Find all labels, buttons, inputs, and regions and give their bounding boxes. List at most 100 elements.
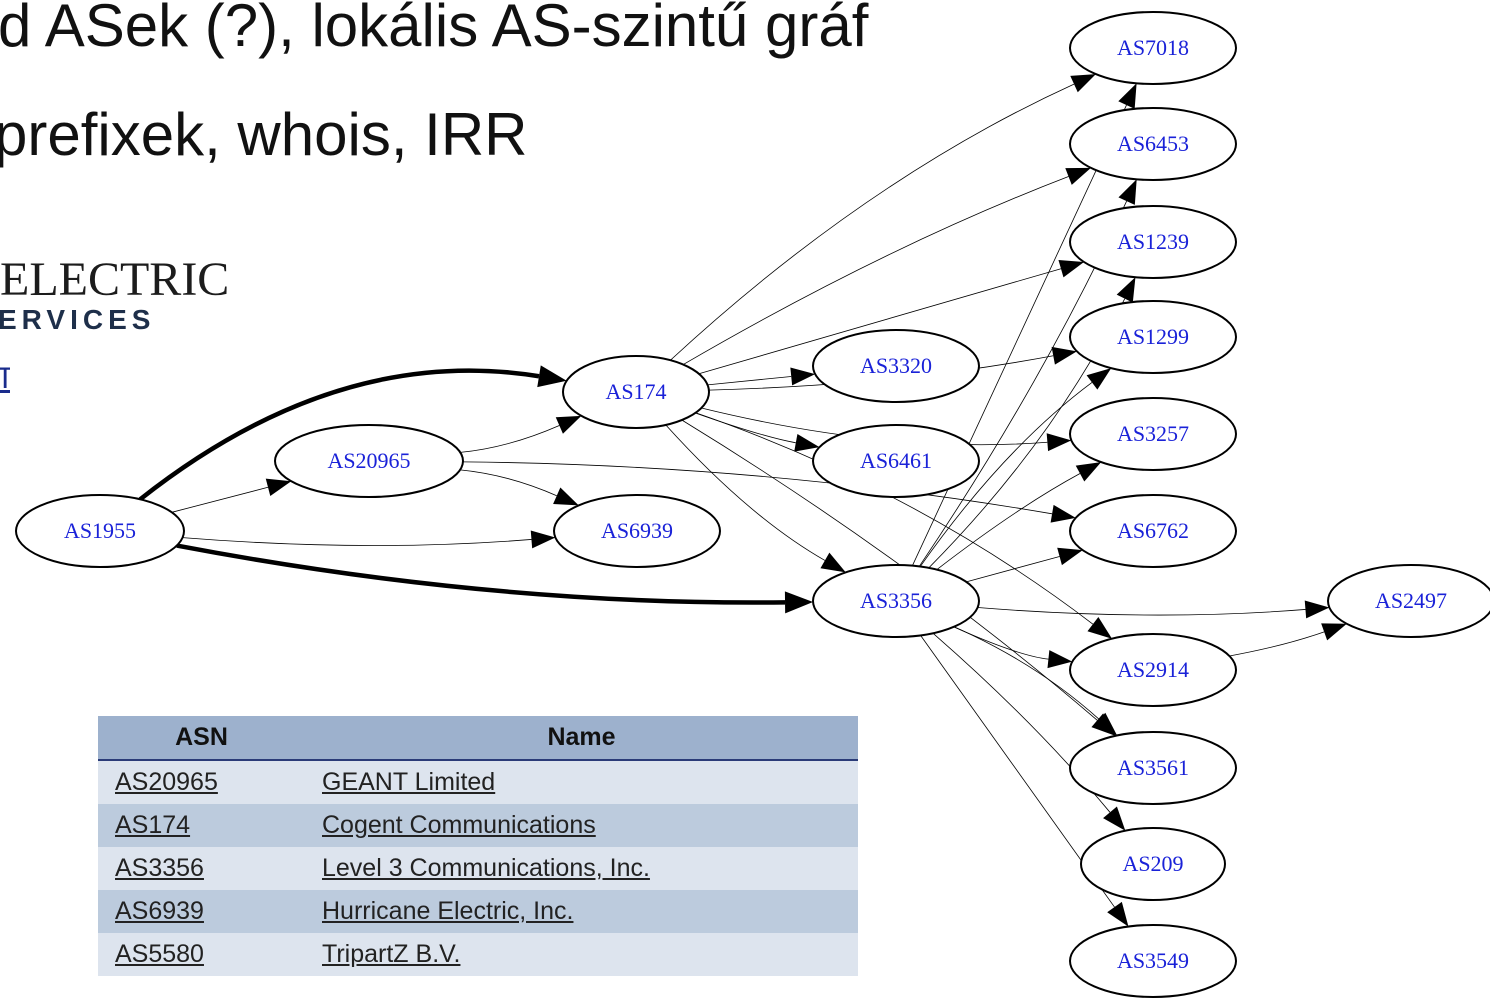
node-as3320[interactable]: AS3320 bbox=[812, 329, 980, 403]
edge-arrowhead bbox=[1304, 600, 1330, 619]
edge-arrowhead bbox=[530, 530, 556, 549]
edge-as1955-as6939 bbox=[182, 537, 532, 546]
edge-arrowhead bbox=[820, 552, 846, 573]
edge-as1955-as3356 bbox=[176, 543, 786, 605]
edge-as3356-as3257 bbox=[936, 473, 1081, 570]
node-label: AS3320 bbox=[860, 353, 932, 378]
edge-arrowhead bbox=[1075, 462, 1102, 482]
node-ellipse bbox=[1069, 731, 1237, 805]
node-as3356[interactable]: AS3356 bbox=[812, 564, 980, 638]
node-ellipse bbox=[1069, 107, 1237, 181]
table-row: AS174 Cogent Communications bbox=[98, 804, 858, 847]
edge-as174-as7018 bbox=[670, 83, 1075, 361]
node-as1299[interactable]: AS1299 bbox=[1069, 300, 1237, 374]
asn-link[interactable]: AS5580 bbox=[115, 940, 204, 968]
edge-arrowhead bbox=[553, 487, 579, 506]
node-ellipse bbox=[812, 564, 980, 638]
logo-link[interactable]: T bbox=[0, 362, 10, 395]
node-ellipse bbox=[1069, 397, 1237, 471]
edge-arrowhead bbox=[1057, 547, 1083, 566]
node-as6939[interactable]: AS6939 bbox=[553, 494, 721, 568]
edge-arrowhead bbox=[1116, 277, 1136, 303]
edge-as20965-as174 bbox=[460, 425, 560, 453]
node-ellipse bbox=[1069, 924, 1237, 998]
name-link[interactable]: Cogent Communications bbox=[322, 811, 596, 839]
edge-arrowhead bbox=[1051, 346, 1077, 365]
edge-arrowhead bbox=[790, 367, 816, 386]
node-ellipse bbox=[1327, 564, 1490, 638]
bullet-line-2: prefixek, whois, IRR bbox=[0, 101, 528, 168]
name-link[interactable]: Level 3 Communications, Inc. bbox=[322, 854, 650, 882]
edge-as174-as1239 bbox=[698, 268, 1062, 375]
node-as6762[interactable]: AS6762 bbox=[1069, 494, 1237, 568]
node-ellipse bbox=[1069, 205, 1237, 279]
bullet-line-1: d ASek (?), lokális AS-szintű gráf bbox=[0, 0, 869, 59]
table-row: AS20965 GEANT Limited bbox=[98, 760, 858, 804]
node-as1239[interactable]: AS1239 bbox=[1069, 205, 1237, 279]
name-link[interactable]: Hurricane Electric, Inc. bbox=[322, 897, 574, 925]
node-label: AS1299 bbox=[1117, 324, 1189, 349]
node-as2497[interactable]: AS2497 bbox=[1327, 564, 1490, 638]
table-row: AS6939 Hurricane Electric, Inc. bbox=[98, 890, 858, 933]
edge-as174-as6461 bbox=[695, 412, 796, 444]
edge-arrowhead bbox=[1050, 504, 1076, 523]
edge-as174-as2914 bbox=[695, 412, 1094, 625]
node-label: AS3356 bbox=[860, 588, 932, 613]
node-as1955[interactable]: AS1955 bbox=[15, 494, 185, 568]
node-as6453[interactable]: AS6453 bbox=[1069, 107, 1237, 181]
edge-arrowhead bbox=[1070, 74, 1096, 93]
name-link[interactable]: GEANT Limited bbox=[322, 768, 496, 796]
node-label: AS3561 bbox=[1117, 755, 1189, 780]
node-ellipse bbox=[1069, 300, 1237, 374]
name-link[interactable]: TripartZ B.V. bbox=[322, 940, 461, 968]
node-ellipse bbox=[1080, 827, 1226, 901]
node-label: AS6461 bbox=[860, 448, 932, 473]
node-as7018[interactable]: AS7018 bbox=[1069, 11, 1237, 85]
edge-arrowhead bbox=[1046, 433, 1072, 452]
node-as2914[interactable]: AS2914 bbox=[1069, 633, 1237, 707]
edge-arrowhead bbox=[794, 433, 820, 452]
node-label: AS3257 bbox=[1117, 421, 1189, 446]
node-label: AS209 bbox=[1122, 851, 1183, 876]
node-as6461[interactable]: AS6461 bbox=[812, 424, 980, 498]
node-as209[interactable]: AS209 bbox=[1080, 827, 1226, 901]
node-label: AS2914 bbox=[1117, 657, 1189, 682]
edge-arrowhead bbox=[1058, 260, 1085, 278]
edge-as1955-as20965 bbox=[171, 486, 269, 513]
edge-as3356-as1299 bbox=[919, 382, 1093, 567]
asn-link[interactable]: AS3356 bbox=[115, 854, 204, 882]
edge-as1955-as174 bbox=[138, 368, 540, 502]
node-label: AS1239 bbox=[1117, 229, 1189, 254]
asn-link[interactable]: AS20965 bbox=[115, 768, 218, 796]
node-as20965[interactable]: AS20965 bbox=[274, 424, 464, 498]
asn-link[interactable]: AS174 bbox=[115, 811, 191, 839]
node-ellipse bbox=[1069, 11, 1237, 85]
edge-as174-as6453 bbox=[682, 176, 1069, 365]
node-as174[interactable]: AS174 bbox=[562, 355, 710, 429]
column-header-name: Name bbox=[305, 716, 858, 761]
hurricane-electric-logo-line1: ELECTRIC bbox=[0, 253, 230, 306]
column-header-asn: ASN bbox=[98, 716, 305, 761]
edge-arrowhead bbox=[555, 415, 582, 434]
asn-link[interactable]: AS6939 bbox=[115, 897, 204, 925]
edge-as174-as3320 bbox=[707, 376, 792, 386]
edge-arrowhead bbox=[1065, 167, 1091, 185]
edge-arrowhead bbox=[537, 365, 567, 388]
node-label: AS174 bbox=[605, 379, 666, 404]
edge-as20965-as6762 bbox=[462, 461, 1053, 515]
edge-arrowhead bbox=[265, 478, 292, 496]
edge-as20965-as6939 bbox=[460, 469, 557, 497]
edge-arrowhead bbox=[1087, 616, 1112, 639]
edge-arrowhead bbox=[784, 591, 814, 614]
node-label: AS7018 bbox=[1117, 35, 1189, 60]
node-as3549[interactable]: AS3549 bbox=[1069, 924, 1237, 998]
edge-arrowhead bbox=[1093, 712, 1118, 736]
node-as3561[interactable]: AS3561 bbox=[1069, 731, 1237, 805]
node-layer: AS1955AS20965AS174AS6939AS3320AS6461AS33… bbox=[15, 11, 1490, 998]
node-label: AS6453 bbox=[1117, 131, 1189, 156]
node-as3257[interactable]: AS3257 bbox=[1069, 397, 1237, 471]
edge-arrowhead bbox=[1103, 806, 1126, 831]
node-label: AS20965 bbox=[327, 448, 410, 473]
table-header-row: ASN Name bbox=[98, 716, 858, 761]
